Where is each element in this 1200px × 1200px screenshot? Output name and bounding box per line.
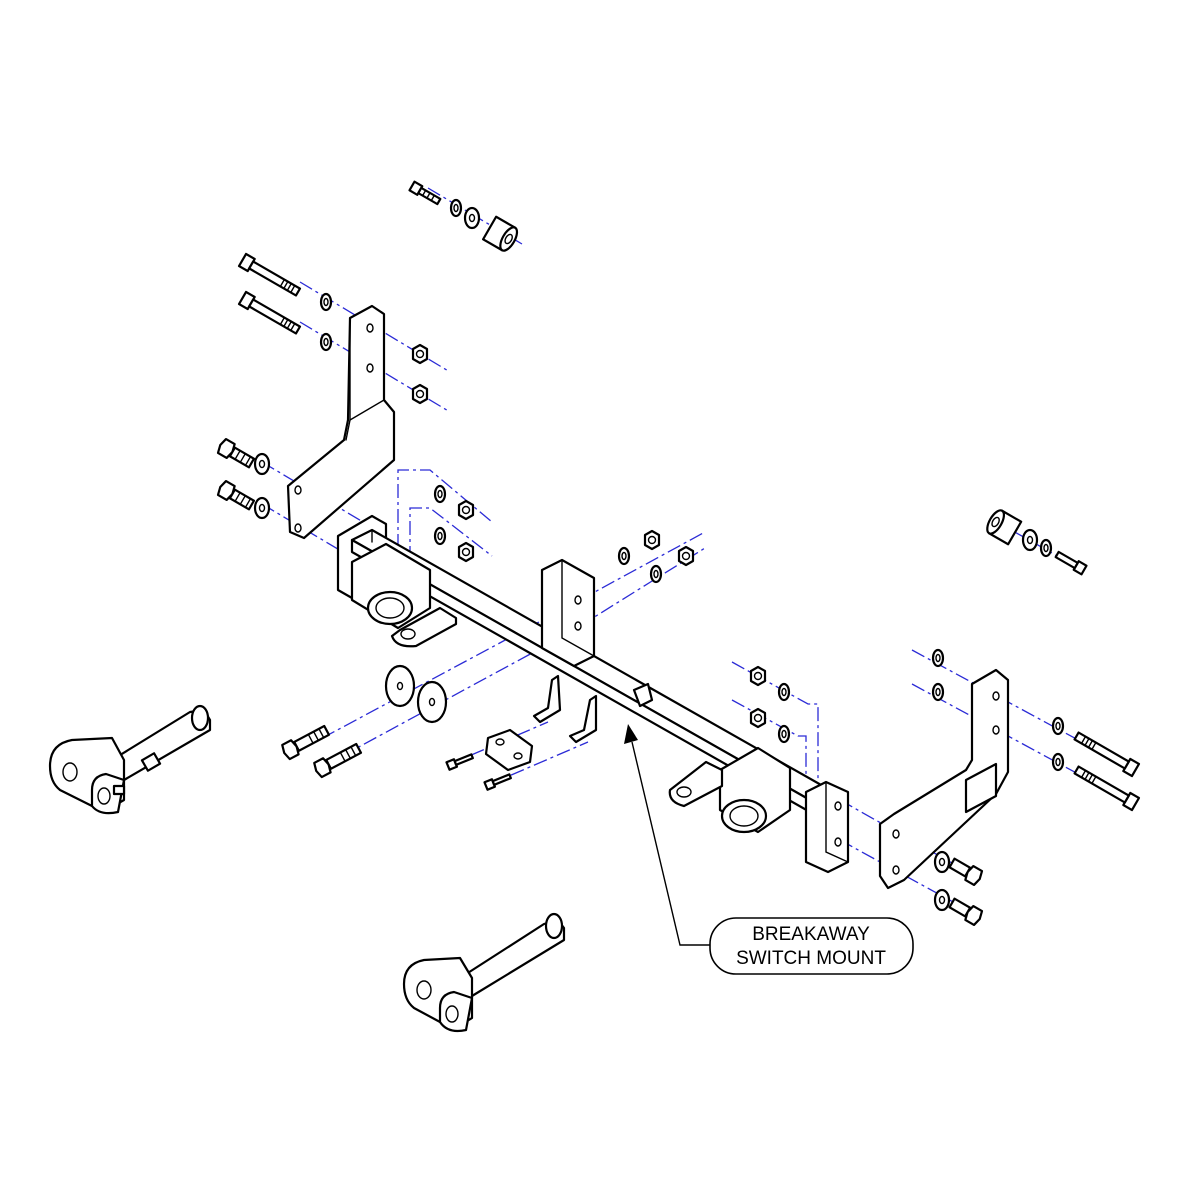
short-bolt: [948, 857, 984, 887]
lock-washer: [1051, 752, 1065, 772]
lock-washer: [649, 564, 663, 584]
short-bolt: [216, 437, 256, 469]
hex-nut: [643, 529, 661, 551]
flat-washer: [253, 496, 271, 520]
hex-nut: [749, 665, 767, 687]
long-bolt: [237, 252, 302, 297]
lower-left-hardware: [281, 664, 448, 779]
lock-washer: [1039, 538, 1053, 558]
right-short-bolts: [933, 850, 984, 927]
lock-washer: [433, 526, 447, 546]
callout-box: [709, 917, 914, 975]
left-long-bolts: [237, 252, 429, 405]
lock-washer: [777, 724, 791, 744]
lock-washer: [931, 648, 945, 668]
lock-washer: [319, 292, 333, 312]
top-spacer-bolt-set: [408, 180, 519, 252]
long-bolt: [237, 290, 302, 335]
right-spacer-bolt-set: [986, 509, 1088, 576]
breakaway-switch-hardware: [445, 674, 598, 791]
breakaway-callout: BREAKAWAY SWITCH MOUNT: [624, 724, 914, 975]
small-screw: [445, 753, 474, 771]
flat-washer: [933, 888, 951, 912]
lock-washer: [319, 332, 333, 352]
hex-bolt: [281, 724, 331, 761]
flat-washer: [933, 850, 951, 874]
small-screw: [483, 773, 512, 791]
hex-nut: [411, 343, 429, 365]
large-washer: [384, 664, 416, 708]
flat-washer: [253, 452, 271, 476]
short-bolt: [216, 479, 256, 511]
callout-line-2: SWITCH MOUNT: [736, 948, 886, 969]
callout-line-1: BREAKAWAY: [752, 924, 870, 945]
hex-nut: [677, 545, 695, 567]
lock-washer: [931, 682, 945, 702]
left-mounting-bracket: [286, 304, 396, 540]
crossbar-right-hardware: [749, 665, 791, 744]
right-mounting-bracket: [878, 668, 1010, 890]
hex-nut: [411, 383, 429, 405]
hex-nut: [457, 499, 475, 521]
lock-washer: [617, 546, 631, 566]
main-crossbar: [336, 514, 850, 874]
left-short-bolts: [216, 437, 271, 520]
hex-bolt: [313, 742, 363, 779]
tow-bar-adapter-right: [402, 912, 566, 1033]
large-washer: [416, 680, 448, 724]
lock-washer: [1051, 716, 1065, 736]
spacer-sleeve: [482, 215, 519, 252]
flat-washer: [1021, 528, 1039, 552]
short-bolt: [948, 897, 984, 927]
lock-washer: [433, 484, 447, 504]
small-bolt: [1054, 550, 1088, 576]
leader-arrowhead: [624, 724, 638, 744]
lock-washer: [777, 682, 791, 702]
flat-washer: [463, 206, 481, 230]
spacer-sleeve: [986, 509, 1023, 546]
long-bolt: [1073, 731, 1141, 778]
tow-bar-adapter-left: [48, 704, 212, 815]
right-long-bolts: [931, 648, 1141, 812]
lock-washer: [449, 198, 463, 218]
hex-nut: [749, 707, 767, 729]
hex-nut: [457, 541, 475, 563]
small-bolt: [408, 180, 442, 206]
long-bolt: [1073, 765, 1141, 812]
